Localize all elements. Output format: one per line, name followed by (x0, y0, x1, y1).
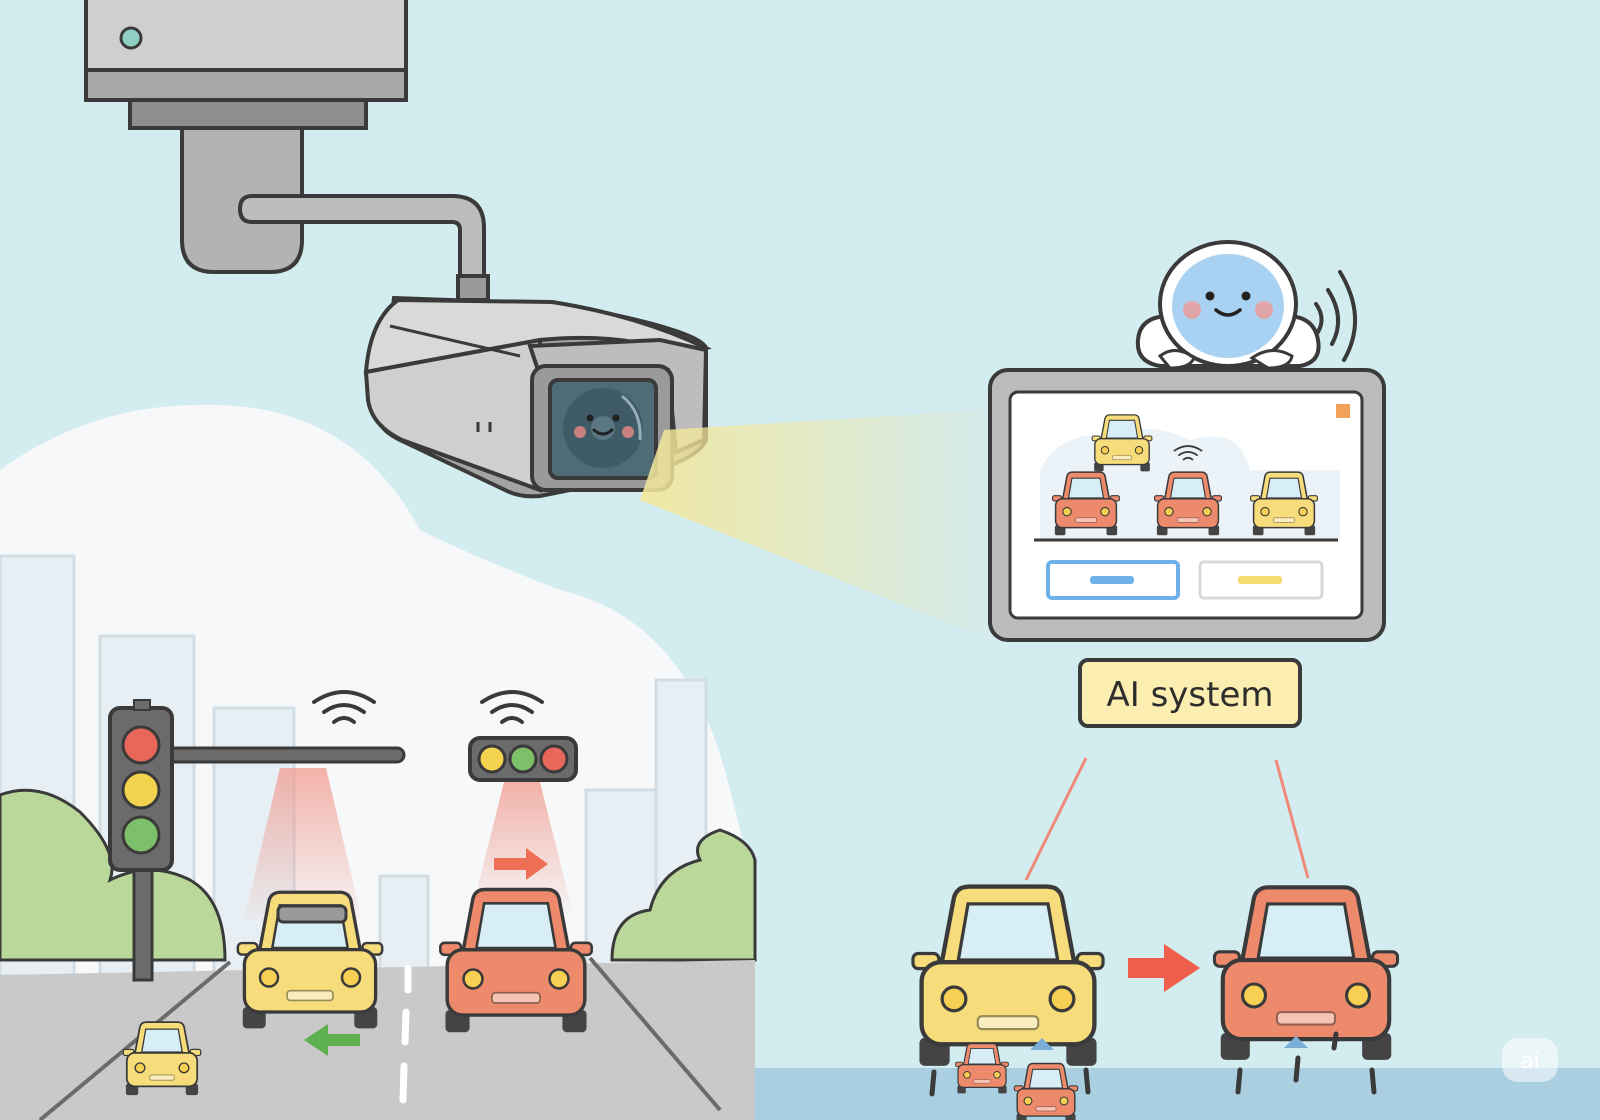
arrow-left-icon (304, 1024, 360, 1056)
right-trees (610, 828, 757, 962)
motion-marks (929, 1031, 1377, 1097)
signal-waves-icon (1314, 270, 1357, 362)
up-arrow-icon (1284, 1036, 1308, 1048)
connection-lines (1024, 757, 1310, 881)
camera-beam (640, 410, 990, 640)
car-roof-sensor (276, 904, 348, 924)
sensor-cone (244, 768, 362, 920)
road-edge-left (38, 960, 232, 1120)
city-street-scene (0, 404, 757, 1120)
arrow-right-icon (494, 848, 548, 880)
left-trees (0, 788, 227, 962)
road (0, 960, 755, 1120)
ai-badge: ai (1502, 1038, 1558, 1082)
lane-markings (399, 964, 412, 1104)
ground-strip (700, 1068, 1600, 1120)
ai-system-label: AI system (1078, 658, 1302, 728)
traffic-light-pole (108, 699, 406, 982)
security-camera (363, 295, 712, 499)
ai-mascot (1135, 240, 1321, 370)
sensor-cone (472, 782, 572, 910)
horizontal-traffic-light (468, 736, 578, 782)
ai-badge-text: ai (1520, 1049, 1540, 1074)
ai-system-text: AI system (1106, 675, 1273, 715)
arrow-right-icon (1128, 944, 1200, 992)
up-arrow-icon (1030, 1038, 1054, 1050)
ai-monitor (988, 368, 1386, 642)
camera-mount (84, 0, 490, 302)
road-edge-right (588, 956, 722, 1112)
